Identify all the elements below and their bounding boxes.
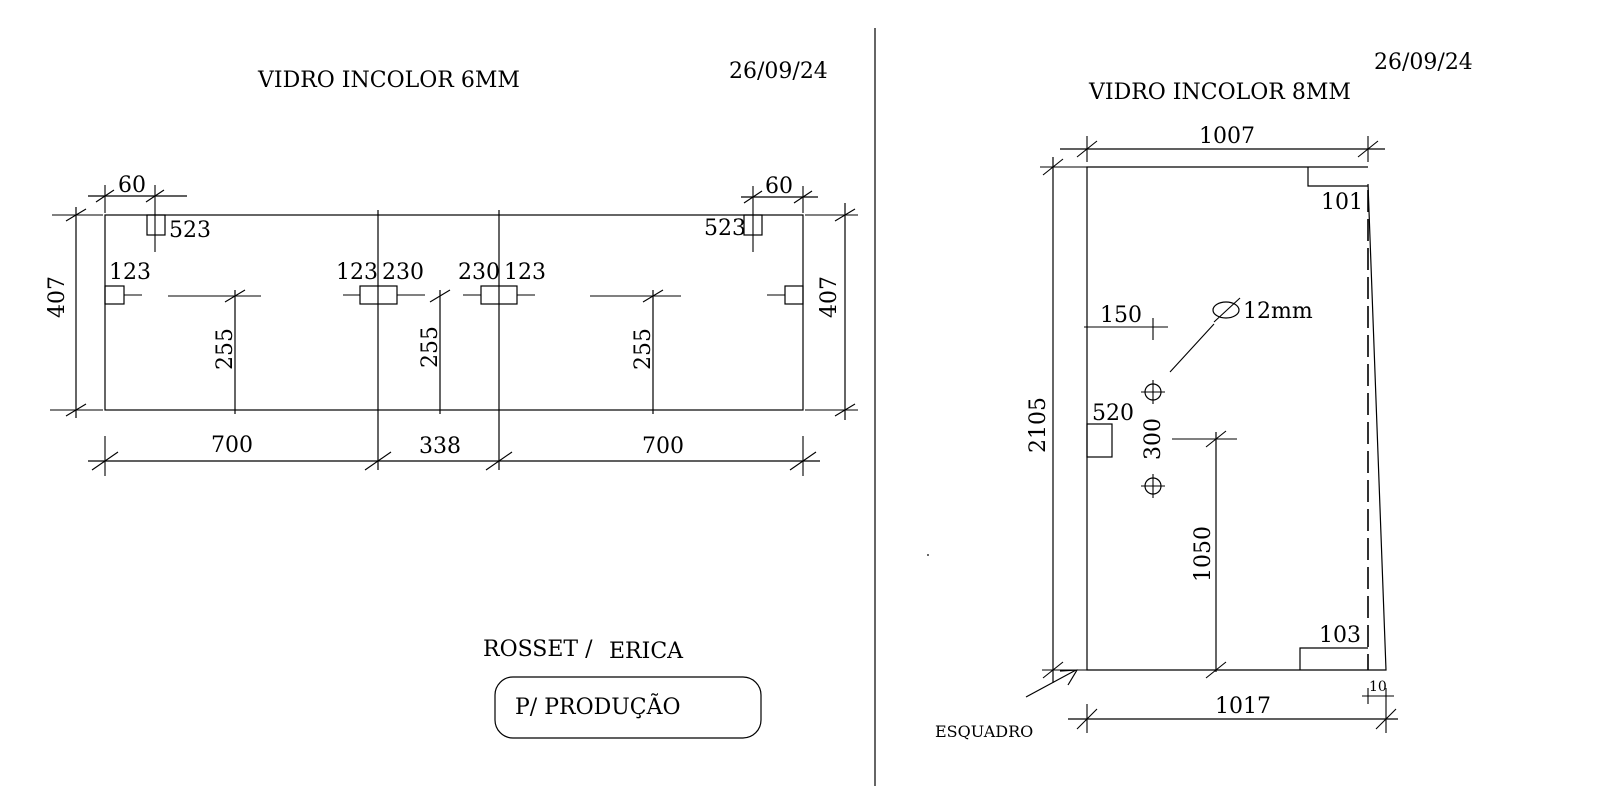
cutout-left-side-label: 123 — [109, 260, 151, 285]
cutout-center-right-label-a: 230 — [458, 260, 500, 285]
out-of-square-label: 10 — [1369, 679, 1387, 695]
bottom-width-dimension: 1017 — [1068, 694, 1398, 733]
cutout-center-right-label-b: 123 — [504, 260, 546, 285]
hole-offset-label: 150 — [1100, 303, 1142, 328]
side-notch — [1086, 423, 1113, 458]
hole-spacing-label: 300 — [1141, 418, 1166, 460]
stray-dot — [927, 554, 929, 556]
top-left-offset-label: 60 — [118, 173, 146, 198]
center-height-label-3: 255 — [631, 328, 656, 370]
left-sheet: VIDRO INCOLOR 6MM 26/09/24 407 407 — [45, 59, 858, 739]
cutout-center-left-label-b: 230 — [382, 260, 424, 285]
top-left-offset-dimension: 60 — [88, 173, 187, 252]
center-height-dimension-1: 255 — [168, 289, 261, 414]
cutout-top-right-label: 523 — [704, 216, 746, 241]
left-date: 26/09/24 — [729, 59, 828, 84]
left-glass-panel — [104, 214, 804, 411]
production-stamp — [494, 676, 762, 739]
cutout-top-right — [743, 214, 763, 236]
hole-height-label: 1050 — [1191, 526, 1216, 582]
center-height-label-1: 255 — [213, 328, 238, 370]
bottom-width-label: 1017 — [1215, 694, 1271, 719]
hole-lower — [1141, 474, 1165, 498]
client-name-a: ROSSET / — [483, 637, 593, 662]
bottom-left-label: 700 — [211, 433, 253, 458]
cutout-center-left-label-a: 123 — [336, 260, 378, 285]
client-name-b: ERICA — [609, 639, 684, 664]
top-right-offset-dimension: 60 — [741, 174, 818, 252]
left-height-dimension: 407 — [45, 207, 103, 418]
hole-diameter-symbol — [1212, 301, 1240, 319]
hole-diameter-label: 12mm — [1243, 299, 1313, 324]
cutout-right-side — [784, 285, 804, 305]
total-height-label: 2105 — [1026, 397, 1051, 453]
out-of-square-dimension: 10 — [1362, 679, 1394, 704]
squaring-label: ESQUADRO — [935, 722, 1033, 741]
hole-offset-dimension: 150 — [1084, 303, 1168, 340]
bottom-notch-label: 103 — [1319, 623, 1361, 648]
bottom-middle-label: 338 — [419, 434, 461, 459]
total-height-dimension: 2105 — [1026, 157, 1087, 683]
squaring-arrow-icon — [1025, 669, 1079, 698]
left-title: VIDRO INCOLOR 6MM — [257, 68, 520, 93]
right-sheet: VIDRO INCOLOR 8MM 26/09/24 1007 101 2105 — [927, 50, 1473, 741]
right-height-dimension: 407 — [805, 203, 858, 420]
bottom-right-label: 700 — [642, 434, 684, 459]
left-height-label: 407 — [45, 276, 70, 318]
top-width-dimension: 1007 — [1060, 124, 1385, 162]
top-notch-label: 101 — [1321, 190, 1363, 215]
cutout-left-side — [104, 285, 125, 305]
right-height-label: 407 — [817, 276, 842, 318]
right-title: VIDRO INCOLOR 8MM — [1088, 80, 1351, 105]
hole-height-dimension: 1050 — [1172, 430, 1237, 679]
production-stamp-label: P/ PRODUÇÃO — [515, 692, 681, 720]
center-height-label-2: 255 — [418, 326, 443, 368]
cutout-top-left — [146, 214, 166, 236]
center-height-dimension-2: 255 — [418, 289, 451, 414]
bottom-right-notch — [1299, 647, 1368, 670]
top-right-offset-label: 60 — [765, 174, 793, 199]
top-width-label: 1007 — [1199, 124, 1255, 149]
center-height-dimension-3: 255 — [590, 289, 681, 414]
side-notch-label: 520 — [1092, 401, 1134, 426]
hole-upper — [1141, 380, 1165, 404]
top-right-notch — [1307, 167, 1368, 187]
right-date: 26/09/24 — [1374, 50, 1473, 75]
cutout-top-left-label: 523 — [169, 218, 211, 243]
bottom-chain-dimension: 700 338 700 — [88, 433, 820, 476]
